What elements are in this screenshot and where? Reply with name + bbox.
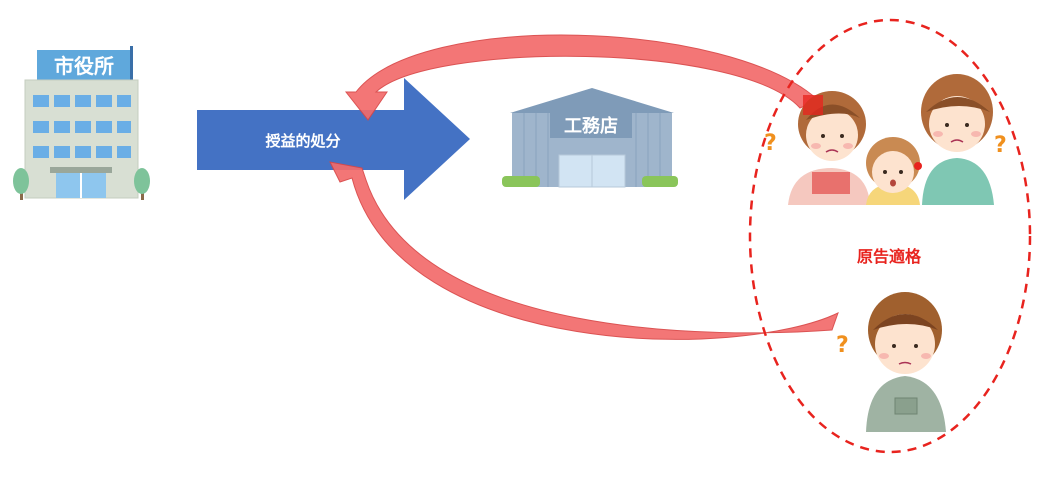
- question-mark-icon: ?: [994, 133, 1007, 158]
- question-mark-icon: ?: [764, 131, 777, 156]
- bottom-curved-arrow: [329, 161, 839, 340]
- contractor-label: 工務店: [564, 115, 618, 137]
- plaintiff-group-ellipse: [748, 18, 1032, 454]
- plaintiff-group-label: 原告適格: [857, 247, 922, 266]
- question-mark-icon: ?: [836, 333, 849, 358]
- disposition-arrow: 授益的処分: [197, 78, 470, 200]
- disposition-arrow-label: 授益的処分: [265, 132, 340, 150]
- resident-worker-illustration: [866, 292, 946, 432]
- contractor-building: 工務店: [502, 88, 678, 188]
- city-hall-label: 市役所: [54, 54, 114, 78]
- top-curved-arrow: [344, 34, 819, 121]
- residents-family-illustration: [788, 74, 994, 205]
- city-hall-building: 市役所: [13, 46, 150, 200]
